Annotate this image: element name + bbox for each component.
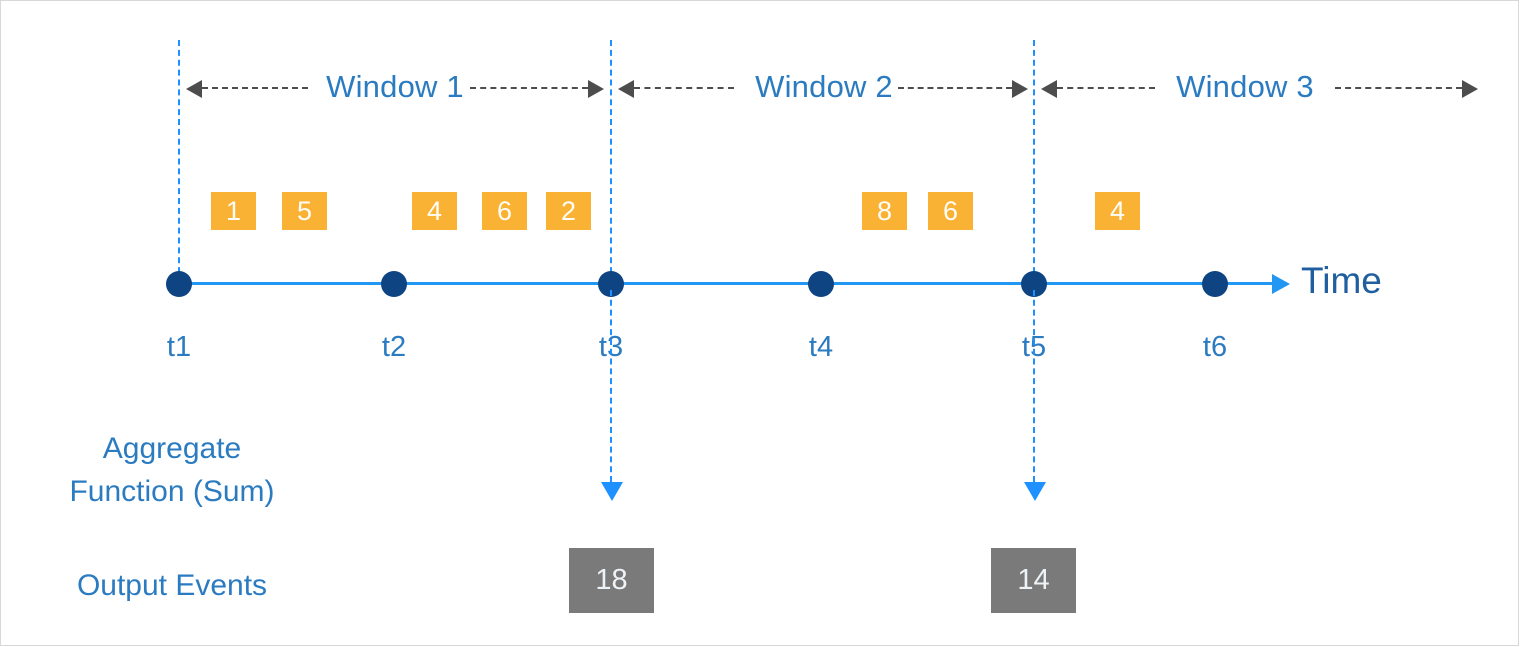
aggregate-function-caption: Aggregate Function (Sum) [69,432,275,508]
span-segment [202,87,308,89]
boundary-line-t3 [610,40,612,283]
span-segment [470,87,588,89]
timeline-dot-t2 [381,271,407,297]
arrowhead-right-icon [1462,80,1478,98]
output-event-box: 18 [569,548,654,613]
arrowhead-right-icon [1012,80,1028,98]
output-event-box: 14 [991,548,1076,613]
input-event-box: 6 [928,192,973,230]
span-segment [1335,87,1462,89]
time-axis-arrowhead-icon [1272,274,1290,294]
arrowhead-left-icon [618,80,634,98]
input-event-box: 2 [546,192,591,230]
input-event-box: 1 [211,192,256,230]
input-event-box: 6 [482,192,527,230]
output-events-caption: Output Events [76,569,268,602]
span-segment [1057,87,1155,89]
arrowhead-left-icon [1041,80,1057,98]
input-event-box: 4 [412,192,457,230]
window-label-2: Window 2 [755,69,893,104]
tick-label-t4: t4 [808,331,834,363]
input-event-box: 8 [862,192,907,230]
span-segment [898,87,1012,89]
window-label-1: Window 1 [326,69,464,104]
tick-label-t6: t6 [1202,331,1228,363]
boundary-line-t5 [1033,40,1035,283]
time-axis-line [178,282,1276,285]
arrowhead-left-icon [186,80,202,98]
window-span-2 [618,76,1028,100]
tick-label-t2: t2 [381,331,407,363]
window-label-3: Window 3 [1176,69,1314,104]
window-span-3 [1041,76,1478,100]
boundary-line-t1 [178,40,180,283]
timeline-dot-t6 [1202,271,1228,297]
timeline-dot-t1 [166,271,192,297]
input-event-box: 4 [1095,192,1140,230]
time-axis-label: Time [1301,260,1382,301]
aggregate-arrowhead-down-icon [601,482,623,501]
tick-label-t1: t1 [166,331,192,363]
span-segment [634,87,734,89]
aggregate-arrow-line-t5 [1033,290,1035,482]
aggregate-arrow-line-t3 [610,290,612,482]
timeline-dot-t4 [808,271,834,297]
window-span-1 [186,76,604,100]
aggregate-arrowhead-down-icon [1024,482,1046,501]
arrowhead-right-icon [588,80,604,98]
input-event-box: 5 [282,192,327,230]
